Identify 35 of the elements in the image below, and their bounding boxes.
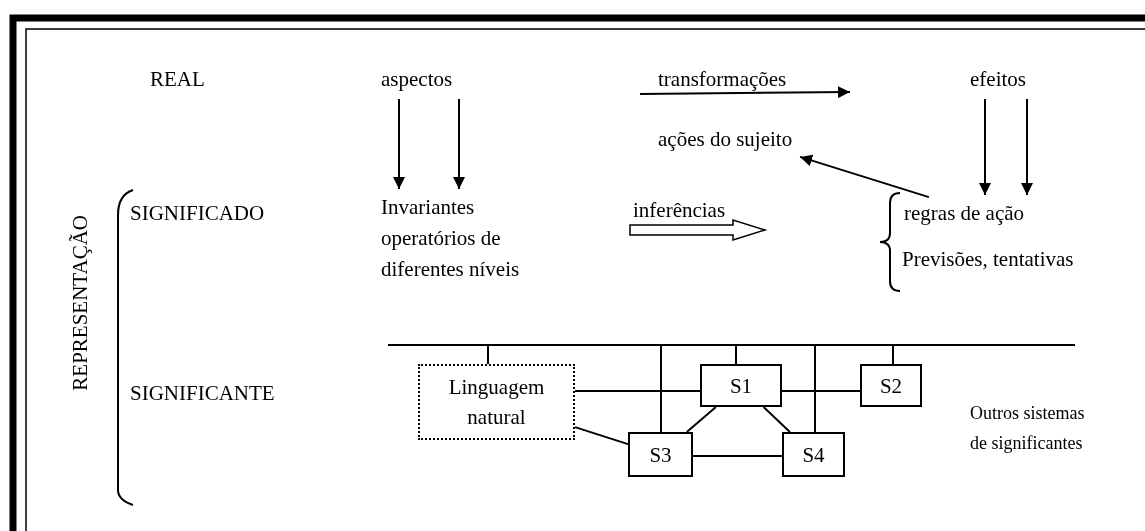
concept-text: ações do sujeito [658,124,834,156]
connector-line [692,455,783,457]
connector-line [762,406,791,433]
level-label: REAL [150,66,205,93]
connector-line [574,390,701,392]
arrow [799,154,930,199]
system-box: Linguagem natural [418,364,575,440]
annotation-text: inferências [633,197,726,224]
system-box: S4 [782,432,845,477]
connector-line [487,345,489,365]
arrow [393,98,405,190]
connector-line [574,426,629,446]
level-label: SIGNIFICADO [130,200,265,227]
connector-line [660,345,662,433]
level-label: SIGNIFICANTE [130,380,275,407]
concept-text: efeitos [970,64,1044,96]
system-box: S1 [700,364,782,407]
connector-line [892,345,894,365]
connector-line [735,345,737,365]
annotation-text: Outros sistemas de significantes [970,402,1086,455]
bus-line [388,344,1075,346]
annotation-text: transformações [658,66,787,93]
level-label: REPRESENTAÇÃO [67,215,93,391]
arrow [1021,98,1033,196]
connector-line [814,345,816,433]
system-box: S2 [860,364,922,407]
connector-line [781,390,861,392]
arrow [453,98,465,190]
annotation-text: Previsões, tentativas [902,246,1074,273]
connector-line [685,406,717,433]
concept-text: Invariantes operatórios de diferentes níveis [381,192,541,316]
system-box: S3 [628,432,693,477]
concept-text: regras de ação [904,198,1062,230]
concept-text: aspectos [381,64,477,96]
arrow [979,98,991,196]
